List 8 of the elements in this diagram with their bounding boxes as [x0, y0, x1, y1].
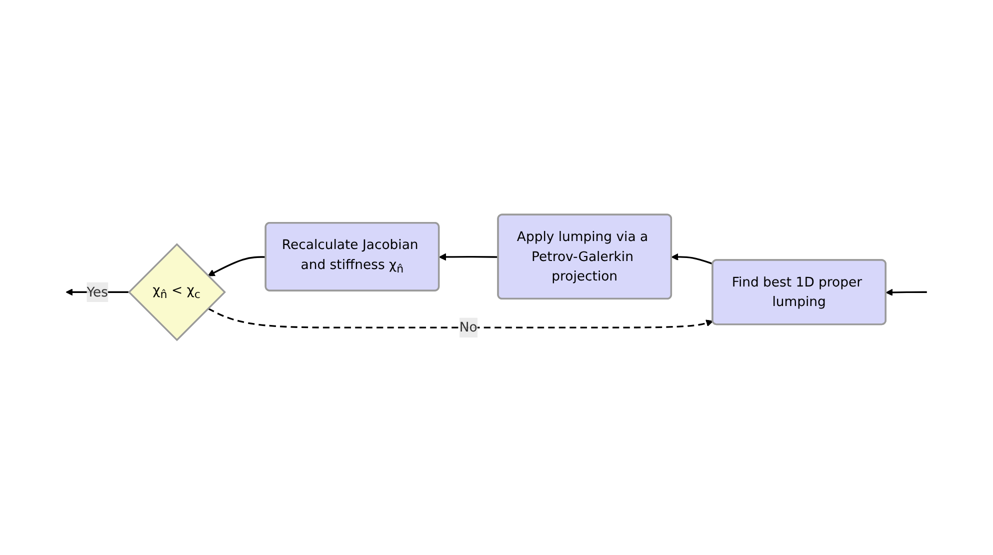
arrow — [438, 254, 498, 261]
edge-label: No — [459, 320, 478, 336]
node-diamond: χ$_{n̂}$ < χ$_{c}$ — [128, 243, 226, 342]
arrow — [671, 254, 714, 265]
arrow — [208, 308, 714, 329]
arrow — [886, 288, 927, 296]
edge-label: Yes — [86, 284, 108, 300]
arrow — [208, 256, 266, 276]
